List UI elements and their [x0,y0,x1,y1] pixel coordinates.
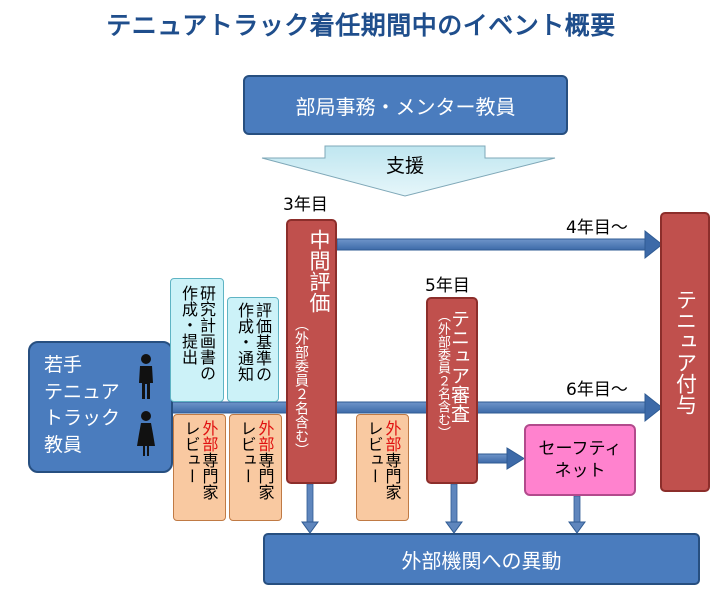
safety-net-line2: ネット [554,461,606,481]
tenure-review-box: テニュア審査 （外部委員２名含む） [426,297,478,484]
support-arrow [261,145,556,197]
external-review-red: 外部 [199,420,219,452]
external-review-box-2: 外部専門家 レビュー [229,414,282,521]
department-staff-box: 部局事務・メンター教員 [243,75,568,135]
external-review-red: 外部 [255,420,275,452]
external-review-red: 外部 [382,420,402,452]
support-label: 支援 [385,155,424,177]
evaluation-criteria-box: 評価基準の 作成・通知 [227,297,279,402]
male-person-icon [139,354,153,399]
external-review-rest: 専門家 [255,452,275,500]
young-faculty-line4: 教員 [44,433,83,456]
midterm-evaluation-label: 中間評価 [307,229,331,313]
external-review-line2: レビュー [181,420,201,484]
year4-label: 4年目～ [566,218,628,238]
midterm-evaluation-box: 中間評価 （外部委員２名含む） [286,219,337,484]
tenure-grant-label: テニュア付与 [673,289,698,415]
female-person-icon [137,411,155,456]
external-review-box-3: 外部専門家 レビュー [356,414,409,521]
year3-label: 3年目 [283,195,328,215]
safety-net-line1: セーフティ [538,438,622,459]
external-review-line2: レビュー [364,420,384,484]
department-staff-label: 部局事務・メンター教員 [295,94,516,119]
safety-net-box: セーフティ ネット [524,424,636,496]
external-transfer-label: 外部機関への異動 [401,548,562,573]
external-review-box-1: 外部専門家 レビュー [173,414,226,521]
page-title: テニュアトラック着任期間中のイベント概要 [106,11,616,40]
evaluation-criteria-line1: 評価基準の [253,302,272,382]
research-plan-line2: 作成・提出 [179,285,198,365]
external-review-line2: レビュー [237,420,257,484]
tenure-grant-box: テニュア付与 [660,212,710,492]
year6-label: 6年目～ [566,380,628,400]
young-faculty-line1: 若手 [44,354,83,376]
external-review-rest: 専門家 [199,452,219,500]
research-plan-line1: 研究計画書の [197,285,216,381]
research-plan-box: 研究計画書の 作成・提出 [170,278,224,402]
young-faculty-line2: テニュア [44,380,120,403]
year5-label: 5年目 [425,276,470,296]
tenure-review-label: テニュア審査 [448,309,470,423]
external-transfer-box: 外部機関への異動 [263,533,700,585]
tenure-review-note: （外部委員２名含む） [435,309,450,439]
midterm-evaluation-note: （外部委員２名含む） [293,317,309,457]
evaluation-criteria-line2: 作成・通知 [235,302,254,382]
external-review-rest: 専門家 [382,452,402,500]
young-faculty-line3: トラック [44,407,121,430]
